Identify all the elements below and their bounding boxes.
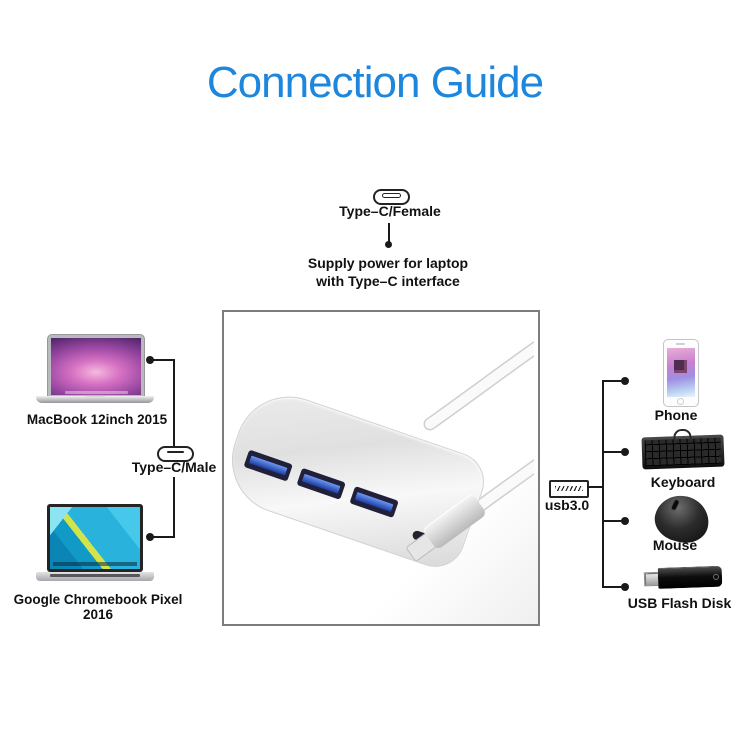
supply-note: Supply power for laptop with Type–C inte… xyxy=(288,254,488,290)
phone-image xyxy=(663,339,699,407)
connector-line xyxy=(152,536,175,538)
bracket-line xyxy=(602,380,604,588)
branch-line-keyboard xyxy=(604,451,624,453)
chromebook-screen xyxy=(47,504,143,572)
chromebook-wallpaper xyxy=(50,507,140,569)
usb-flash-disk-label: USB Flash Disk xyxy=(627,595,732,611)
type-c-male-pin xyxy=(167,451,184,453)
junction-dot-macbook xyxy=(146,356,154,364)
usb-a-tongue xyxy=(248,455,288,476)
phone-screen xyxy=(667,348,695,397)
usb-a-port-3 xyxy=(349,486,399,519)
junction-dot-mouse xyxy=(621,517,629,525)
type-c-male-label: Type–C/Male xyxy=(131,459,217,475)
flash-lanyard-hole xyxy=(712,573,720,580)
usb-a-tongue xyxy=(301,473,341,494)
arrow-line xyxy=(388,223,390,244)
usb3-label: usb3.0 xyxy=(544,497,590,513)
product-photo-frame xyxy=(222,310,540,626)
type-c-female-label: Type–C/Female xyxy=(339,203,441,219)
usb-a-port-2 xyxy=(296,467,346,500)
connector-line xyxy=(173,359,175,446)
keyboard-image xyxy=(641,428,725,470)
usb-flash-disk-image xyxy=(643,564,725,591)
junction-dot-keyboard xyxy=(621,448,629,456)
phone-label: Phone xyxy=(654,407,698,423)
keyboard-cable xyxy=(673,428,692,440)
arrow-dot xyxy=(385,241,392,248)
supply-note-line2: with Type–C interface xyxy=(316,273,460,289)
branch-line-phone xyxy=(604,380,624,382)
usb-a-tongue xyxy=(354,492,394,513)
flash-body xyxy=(657,565,723,589)
macbook-screen xyxy=(47,334,145,399)
macbook-image xyxy=(36,334,154,408)
mouse-label: Mouse xyxy=(652,537,698,553)
keyboard-keys xyxy=(644,437,722,467)
macbook-dock xyxy=(64,391,128,394)
chromebook-image xyxy=(36,504,154,586)
type-c-male-icon xyxy=(157,446,194,462)
connector-line xyxy=(587,486,602,488)
phone-home-button xyxy=(677,398,684,405)
phone-album-art xyxy=(674,360,687,373)
chromebook-label: Google Chromebook Pixel 2016 xyxy=(13,592,183,622)
keyboard-label: Keyboard xyxy=(650,474,716,490)
macbook-base xyxy=(36,396,154,403)
branch-line-flash xyxy=(604,586,624,588)
junction-dot-chromebook xyxy=(146,533,154,541)
usb-c-cable xyxy=(423,340,534,513)
connector-line xyxy=(152,359,175,361)
chromebook-keyboard xyxy=(50,574,140,577)
page-title: Connection Guide xyxy=(206,58,544,107)
type-c-female-icon xyxy=(373,189,410,205)
junction-dot-phone xyxy=(621,377,629,385)
usb3-port-pins xyxy=(555,486,583,491)
junction-dot-flash xyxy=(621,583,629,591)
chromebook-taskbar xyxy=(53,562,137,566)
phone-speaker xyxy=(676,343,685,345)
type-c-female-slot xyxy=(382,193,401,198)
macbook-wallpaper xyxy=(51,338,141,395)
macbook-label: MacBook 12inch 2015 xyxy=(26,412,168,427)
macbook-notch xyxy=(85,396,105,398)
connector-line xyxy=(173,477,175,538)
usb-a-port-1 xyxy=(243,449,293,482)
usb3-port-icon xyxy=(549,480,589,498)
supply-note-line1: Supply power for laptop xyxy=(307,255,469,271)
branch-line-mouse xyxy=(604,520,624,522)
mouse-scroll-wheel xyxy=(671,499,680,511)
